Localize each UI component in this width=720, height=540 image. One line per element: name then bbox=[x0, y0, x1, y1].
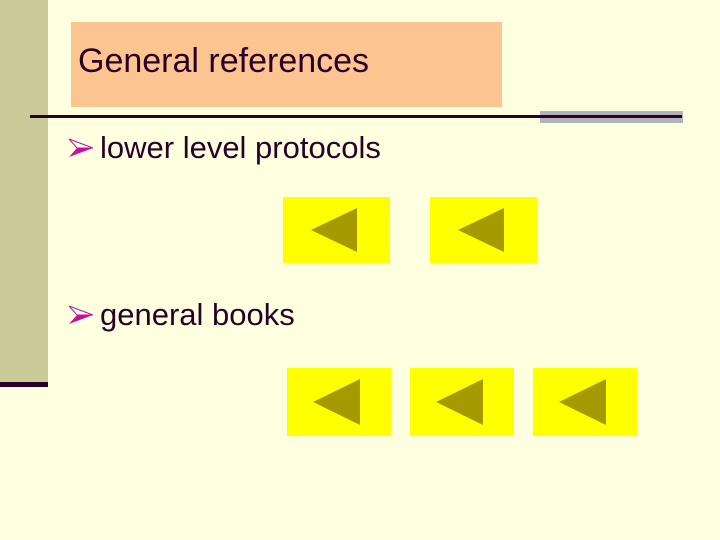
page-title: General references bbox=[78, 42, 370, 80]
image-placeholder-row-1 bbox=[283, 197, 537, 263]
title-rule bbox=[30, 115, 682, 118]
broken-image-placeholder[interactable] bbox=[410, 368, 514, 436]
left-triangle-icon bbox=[313, 379, 360, 425]
bullet-item-general-books: general books bbox=[66, 297, 295, 333]
broken-image-placeholder[interactable] bbox=[533, 368, 637, 436]
title-plate bbox=[71, 22, 502, 107]
left-accent-band-foot bbox=[0, 382, 48, 387]
left-triangle-icon bbox=[559, 379, 606, 425]
image-placeholder-row-2 bbox=[287, 368, 637, 436]
broken-image-placeholder[interactable] bbox=[430, 197, 537, 263]
left-triangle-icon bbox=[458, 208, 504, 252]
arrow-dart-icon bbox=[66, 300, 100, 330]
bullet-item-lower-level-protocols: lower level protocols bbox=[66, 130, 381, 166]
bullet-label: lower level protocols bbox=[100, 130, 381, 165]
left-triangle-icon bbox=[436, 379, 483, 425]
broken-image-placeholder[interactable] bbox=[283, 197, 390, 263]
bullet-label: general books bbox=[100, 297, 295, 332]
broken-image-placeholder[interactable] bbox=[287, 368, 391, 436]
left-triangle-icon bbox=[311, 208, 357, 252]
left-accent-band bbox=[0, 0, 48, 382]
arrow-dart-icon bbox=[66, 133, 100, 163]
